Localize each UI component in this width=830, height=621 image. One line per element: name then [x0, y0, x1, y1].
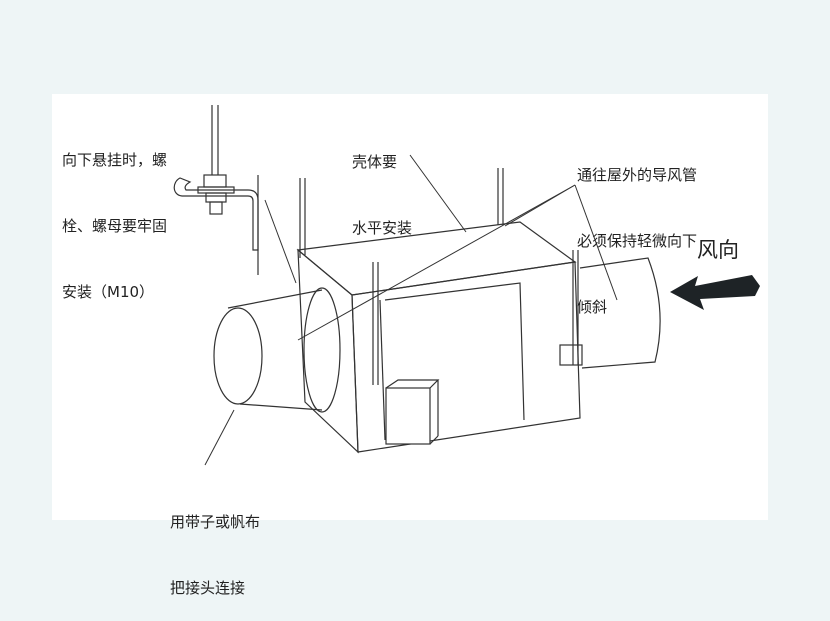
leader-lines	[204, 154, 618, 466]
housing-box	[296, 221, 581, 454]
bolt-note: 向下悬挂时，螺 栓、螺母要牢固 安装（M10）	[62, 151, 168, 301]
left-duct	[213, 287, 341, 413]
right-duct	[559, 257, 661, 369]
diagram-panel	[52, 94, 768, 520]
wind-direction-label: 风向	[697, 238, 739, 262]
wind-arrow-icon	[670, 275, 760, 310]
duct-note: 通往屋外的导风管 必须保持轻微向下 倾斜	[577, 166, 698, 316]
housing-note: 壳体要 水平安装	[352, 153, 413, 237]
joint-note: 用带子或帆布 把接头连接	[170, 513, 261, 597]
bolt-bracket-icon	[173, 174, 259, 251]
